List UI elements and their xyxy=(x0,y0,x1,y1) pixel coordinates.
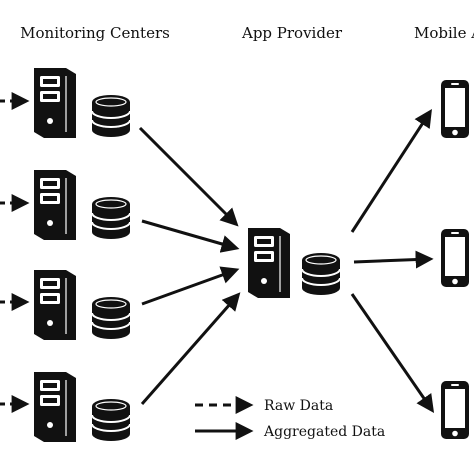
database-icon xyxy=(91,296,131,340)
server-tower-icon xyxy=(33,371,77,443)
mobile-apps-header: Mobile A xyxy=(414,24,474,42)
aggregated-arrow-5 xyxy=(350,108,432,233)
monitoring-center-3 xyxy=(33,269,131,341)
aggregated-arrow-1 xyxy=(138,126,239,227)
aggregated-arrows-to-mobile xyxy=(350,108,435,413)
legend-raw-data-label: Raw Data xyxy=(264,398,333,414)
server-tower-icon xyxy=(33,169,77,241)
aggregated-arrow-7 xyxy=(350,293,435,413)
aggregated-arrow-6 xyxy=(353,250,434,269)
mobile-apps-column xyxy=(441,80,469,439)
smartphone-icon xyxy=(441,381,469,439)
aggregated-arrows-to-provider xyxy=(138,126,241,405)
legend-aggregated-data-label: Aggregated Data xyxy=(263,424,385,440)
legend: Raw Data Aggregated Data xyxy=(195,396,385,440)
database-icon xyxy=(91,196,131,240)
server-tower-icon xyxy=(33,269,77,341)
aggregated-arrow-2 xyxy=(141,219,240,253)
database-icon xyxy=(301,252,341,296)
app-provider-node xyxy=(247,227,341,299)
monitoring-center-2 xyxy=(33,169,131,241)
monitoring-centers-header: Monitoring Centers xyxy=(20,24,170,42)
smartphone-icon xyxy=(441,229,469,287)
database-icon xyxy=(91,94,131,138)
monitoring-center-1 xyxy=(33,67,131,139)
server-tower-icon xyxy=(247,227,291,299)
smartphone-icon xyxy=(441,80,469,138)
aggregated-arrow-3 xyxy=(141,266,240,306)
aggregated-arrow-4 xyxy=(140,292,241,405)
monitoring-center-4 xyxy=(33,371,131,443)
database-icon xyxy=(91,398,131,442)
server-tower-icon xyxy=(33,67,77,139)
raw-data-input-arrows xyxy=(0,92,30,413)
app-provider-header: App Provider xyxy=(241,24,343,42)
